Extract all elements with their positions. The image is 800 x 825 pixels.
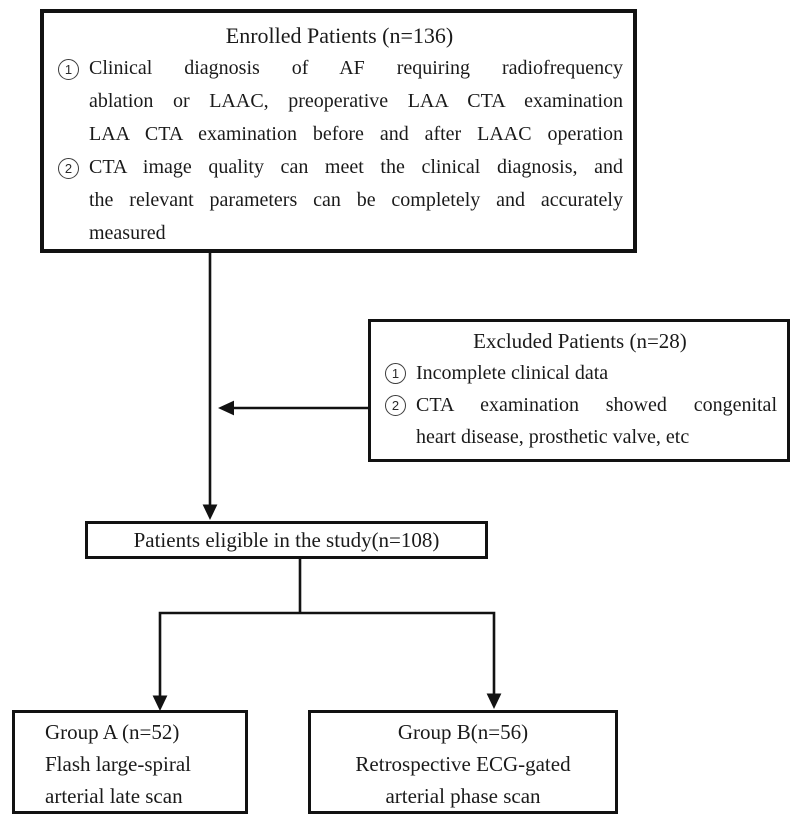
excluded-reason-1: 1 Incomplete clinical data: [383, 357, 777, 389]
circled-number-1-icon: 1: [58, 59, 79, 80]
text-line: CTA image quality can meet the clinical …: [89, 156, 623, 178]
eligible-label: Patients eligible in the study(n=108): [133, 527, 440, 552]
text-line: CTA examination showed congenital: [416, 394, 777, 416]
group-a-title: Group A (n=52): [45, 720, 180, 744]
text-line: Incomplete clinical data: [416, 362, 609, 384]
text-line: ablation or LAAC, preoperative LAA CTA e…: [89, 90, 623, 112]
arrow-enrolled-to-eligible: [202, 251, 218, 520]
box-group-a: Group A (n=52) Flash large-spiral arteri…: [12, 710, 248, 814]
text-line: LAA CTA examination before and after LAA…: [89, 123, 623, 145]
text-line: Clinical diagnosis of AF requiring radio…: [89, 57, 623, 79]
branch-tee-connector: [158, 556, 496, 698]
circled-number-2-icon: 2: [58, 158, 79, 179]
box-excluded-patients: Excluded Patients (n=28) 1 Incomplete cl…: [368, 319, 790, 462]
excluded-title: Excluded Patients (n=28): [473, 329, 687, 353]
box-eligible-patients: Patients eligible in the study(n=108): [85, 521, 488, 559]
reason-text: Incomplete clinical data: [416, 357, 777, 389]
group-b-line: arterial phase scan: [385, 784, 541, 808]
enrolled-title: Enrolled Patients (n=136): [225, 23, 454, 48]
enrolled-criterion-1: 1 Clinical diagnosis of AF requiring rad…: [56, 52, 623, 151]
group-b-line: Retrospective ECG-gated: [355, 752, 571, 776]
text-line: measured: [89, 222, 166, 244]
text-line: heart disease, prosthetic valve, etc: [416, 426, 690, 448]
text-line: the relevant parameters can be completel…: [89, 189, 623, 211]
group-b-title: Group B(n=56): [397, 720, 529, 744]
criterion-text: Clinical diagnosis of AF requiring radio…: [89, 52, 623, 151]
box-group-b: Group B(n=56) Retrospective ECG-gated ar…: [308, 710, 618, 814]
enrolled-criterion-2: 2 CTA image quality can meet the clinica…: [56, 151, 623, 250]
arrow-excluded-to-mainline: [218, 400, 369, 416]
group-a-line: Flash large-spiral: [45, 752, 191, 776]
arrowhead-to-group-a: [152, 695, 168, 711]
circled-number-2-icon: 2: [385, 395, 406, 416]
box-enrolled-patients: Enrolled Patients (n=136) 1 Clinical dia…: [40, 9, 637, 253]
arrowhead-to-group-b: [486, 693, 502, 709]
criterion-text: CTA image quality can meet the clinical …: [89, 151, 623, 250]
circled-number-1-icon: 1: [385, 363, 406, 384]
excluded-reason-2: 2 CTA examination showed congenital hear…: [383, 389, 777, 453]
group-a-line: arterial late scan: [45, 784, 183, 808]
reason-text: CTA examination showed congenital heart …: [416, 389, 777, 453]
